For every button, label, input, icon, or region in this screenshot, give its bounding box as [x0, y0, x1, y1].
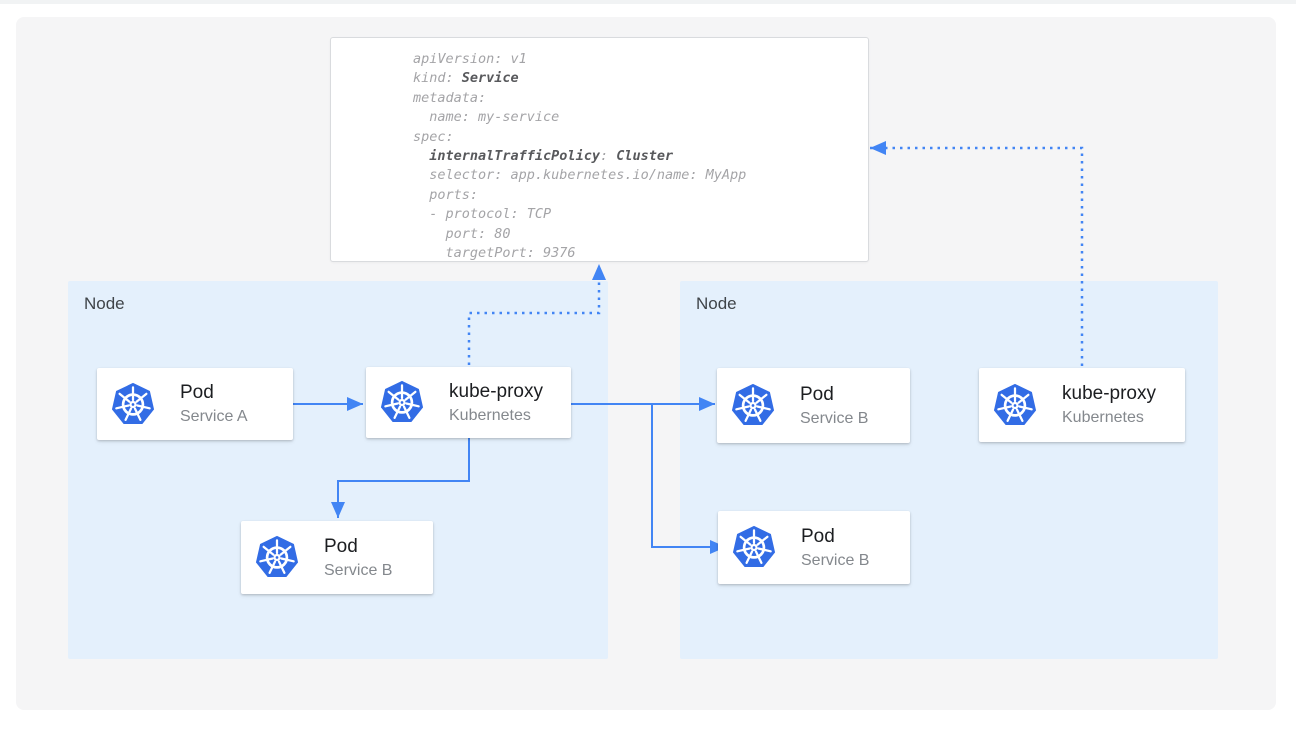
- card-text: Pod Service A: [180, 382, 248, 426]
- yaml-text: targetPort: 9376: [413, 245, 576, 262]
- card-text: Pod Service B: [800, 384, 868, 428]
- card-title: kube-proxy: [449, 380, 543, 402]
- yaml-text: ports:: [413, 186, 479, 203]
- kubernetes-icon: [730, 383, 776, 427]
- node-box-right: Node: [680, 281, 1218, 659]
- card-pod-service-a: Pod Service A: [97, 368, 293, 440]
- card-kube-proxy-left: kube-proxy Kubernetes: [366, 367, 571, 438]
- yaml-text: [413, 148, 429, 164]
- card-text: Pod Service B: [801, 526, 869, 570]
- yaml-line: name: my-service: [413, 108, 868, 127]
- yaml-text-bold: Service: [461, 70, 519, 87]
- card-pod-service-b-right-bottom: Pod Service B: [718, 511, 910, 584]
- kubernetes-icon: [992, 382, 1038, 426]
- kubernetes-icon: [110, 381, 156, 425]
- kubernetes-icon: [731, 525, 777, 569]
- yaml-code-block: apiVersion: v1 kind: Service metadata: n…: [331, 38, 868, 263]
- card-subtitle: Service A: [180, 408, 248, 425]
- yaml-text: apiVersion: v1: [413, 51, 527, 67]
- yaml-text: selector: app.kubernetes.io/name: MyApp: [413, 167, 747, 184]
- yaml-line: targetPort: 9376: [413, 244, 868, 263]
- kubernetes-icon: [379, 380, 425, 424]
- card-text: Pod Service B: [324, 536, 392, 580]
- card-title: Pod: [180, 382, 214, 403]
- service-yaml-card: apiVersion: v1 kind: Service metadata: n…: [330, 37, 869, 262]
- node-label: Node: [696, 294, 737, 313]
- card-subtitle: Service B: [801, 551, 870, 569]
- card-subtitle: Service B: [800, 409, 869, 427]
- yaml-text-bold: internalTrafficPolicy: [429, 148, 600, 165]
- card-text: kube-proxy Kubernetes: [1062, 383, 1156, 427]
- yaml-line: port: 80: [413, 225, 868, 244]
- yaml-line: spec:: [413, 128, 868, 147]
- yaml-line: internalTrafficPolicy: Cluster: [413, 147, 868, 166]
- yaml-text: port: 80: [413, 225, 511, 242]
- yaml-text: - protocol: TCP: [413, 206, 552, 223]
- card-pod-service-b-right-top: Pod Service B: [717, 368, 910, 443]
- card-title: Pod: [801, 525, 835, 547]
- card-subtitle: Kubernetes: [1062, 409, 1144, 426]
- card-title: Pod: [324, 535, 358, 557]
- yaml-text: metadata:: [413, 89, 487, 106]
- top-divider: [0, 0, 1296, 4]
- card-title: kube-proxy: [1062, 383, 1156, 404]
- yaml-text: spec:: [413, 128, 454, 145]
- card-subtitle: Kubernetes: [449, 406, 531, 424]
- yaml-text-bold: Cluster: [616, 148, 674, 165]
- yaml-line: selector: app.kubernetes.io/name: MyApp: [413, 166, 868, 185]
- node-label: Node: [84, 294, 125, 313]
- yaml-line: metadata:: [413, 89, 868, 108]
- card-pod-service-b-left: Pod Service B: [241, 521, 433, 594]
- yaml-line: - protocol: TCP: [413, 205, 868, 224]
- yaml-line: ports:: [413, 186, 868, 205]
- yaml-text: :: [599, 148, 617, 165]
- yaml-line: apiVersion: v1: [413, 50, 868, 69]
- yaml-text: kind:: [413, 70, 462, 87]
- card-title: Pod: [800, 383, 834, 405]
- card-subtitle: Service B: [324, 561, 393, 579]
- kubernetes-icon: [254, 535, 300, 579]
- yaml-text: name: my-service: [413, 109, 560, 126]
- card-kube-proxy-right: kube-proxy Kubernetes: [979, 368, 1185, 442]
- card-text: kube-proxy Kubernetes: [449, 381, 543, 425]
- yaml-line: kind: Service: [413, 69, 868, 88]
- node-box-left: Node: [68, 281, 608, 659]
